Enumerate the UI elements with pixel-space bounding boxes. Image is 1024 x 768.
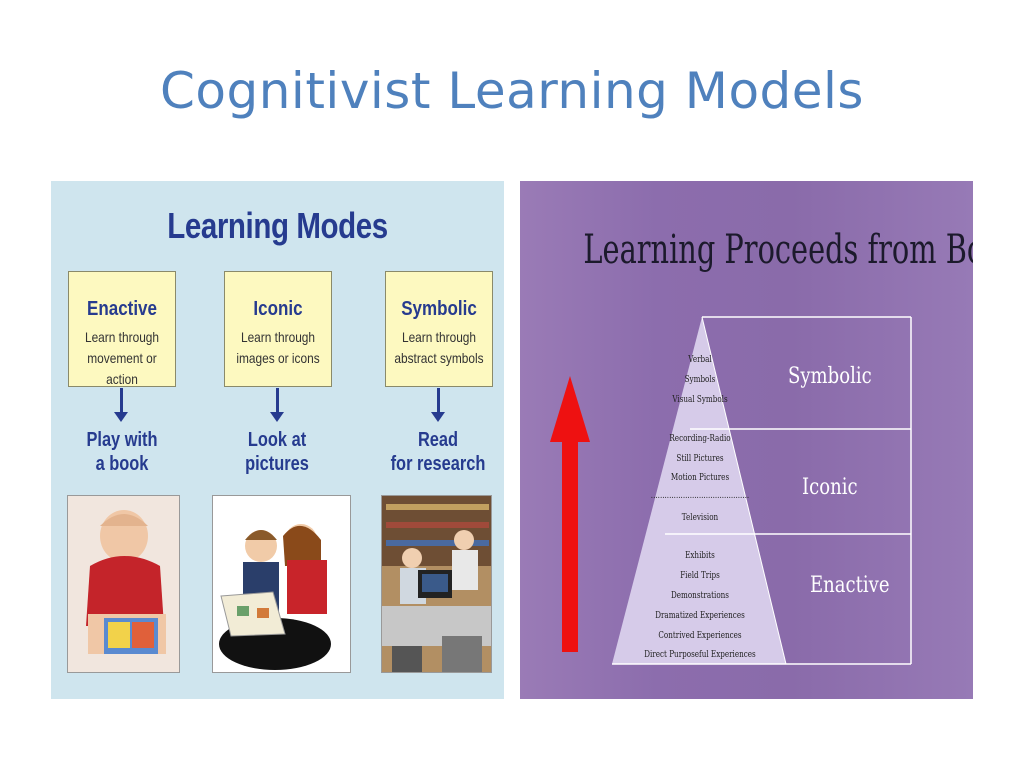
arrow-head-icon	[270, 412, 284, 422]
mode-box-enactive: Enactive Learn through movement or actio…	[68, 271, 176, 387]
photo-children-reading	[212, 495, 351, 673]
activity-label-iconic: Look at pictures	[220, 428, 335, 476]
pyramid-item: Recording-Radio	[669, 434, 731, 444]
mode-box-symbolic: Symbolic Learn through abstract symbols	[385, 271, 493, 387]
pyramid-separator: ........................................…	[650, 491, 750, 501]
up-arrow-icon	[550, 376, 590, 652]
photo-library-research	[381, 495, 492, 673]
down-arrow-icon	[120, 388, 123, 412]
mode-box-iconic: Iconic Learn through images or icons	[224, 271, 332, 387]
pyramid-item: Motion Pictures	[670, 473, 730, 483]
mode-desc-line: images or icons	[236, 350, 320, 366]
tier-label-enactive: Enactive	[810, 573, 890, 598]
arrow-head-icon	[431, 412, 445, 422]
mode-desc: Learn through images or icons	[233, 327, 323, 369]
down-arrow-icon	[276, 388, 279, 412]
mode-desc-line: Learn through	[401, 329, 477, 345]
cone-of-experience	[612, 316, 912, 665]
pyramid-item: Still Pictures	[676, 454, 724, 464]
activity-line: a book	[95, 453, 149, 475]
activity-label-symbolic: Read for research	[381, 428, 496, 476]
tier-label-iconic: Iconic	[802, 475, 858, 500]
pyramid-item: Direct Purposeful Experiences	[644, 650, 756, 660]
tier-border	[701, 316, 787, 665]
mode-desc-line: abstract symbols	[394, 350, 484, 366]
pyramid-item: Dramatized Experiences	[655, 611, 745, 621]
activity-label-enactive: Play with a book	[65, 428, 180, 476]
pyramid-item: Symbols	[684, 375, 716, 385]
activity-line: Play with	[86, 429, 158, 451]
pyramid-item: Field Trips	[680, 571, 720, 581]
pyramid-item: Television	[681, 513, 719, 523]
mode-desc-line: movement or action	[87, 350, 157, 387]
mode-name: Iconic	[253, 298, 303, 320]
mode-desc-line: Learn through	[84, 329, 160, 345]
mode-desc-line: Learn through	[240, 329, 316, 345]
learning-modes-title: Learning Modes	[167, 205, 388, 246]
activity-line: Read	[417, 429, 459, 451]
pyramid-item: Visual Symbols	[672, 395, 728, 405]
activity-line: for research	[390, 453, 486, 475]
learning-modes-panel: Learning Modes Enactive Learn through mo…	[51, 181, 504, 699]
pyramid-item: Verbal	[688, 355, 712, 365]
pyramid-shape	[612, 317, 786, 664]
learning-proceeds-title: Learning Proceeds from Bottom	[583, 227, 973, 273]
pyramid-item: Exhibits	[685, 551, 715, 561]
photo-baby-with-book	[67, 495, 180, 673]
learning-proceeds-panel: Learning Proceeds from Bottom Symbolic I…	[520, 181, 973, 699]
activity-line: Look at	[247, 429, 307, 451]
activity-line: pictures	[245, 453, 309, 475]
arrow-head-icon	[114, 412, 128, 422]
slide-title: Cognitivist Learning Models	[160, 62, 864, 120]
mode-desc: Learn through abstract symbols	[394, 327, 484, 369]
down-arrow-icon	[437, 388, 440, 412]
pyramid-item: Contrived Experiences	[658, 631, 742, 641]
mode-name: Enactive	[87, 298, 157, 320]
tier-label-symbolic: Symbolic	[788, 364, 872, 389]
mode-name: Symbolic	[401, 298, 477, 320]
mode-desc: Learn through movement or action	[77, 327, 167, 390]
pyramid-item: Demonstrations	[670, 591, 730, 601]
